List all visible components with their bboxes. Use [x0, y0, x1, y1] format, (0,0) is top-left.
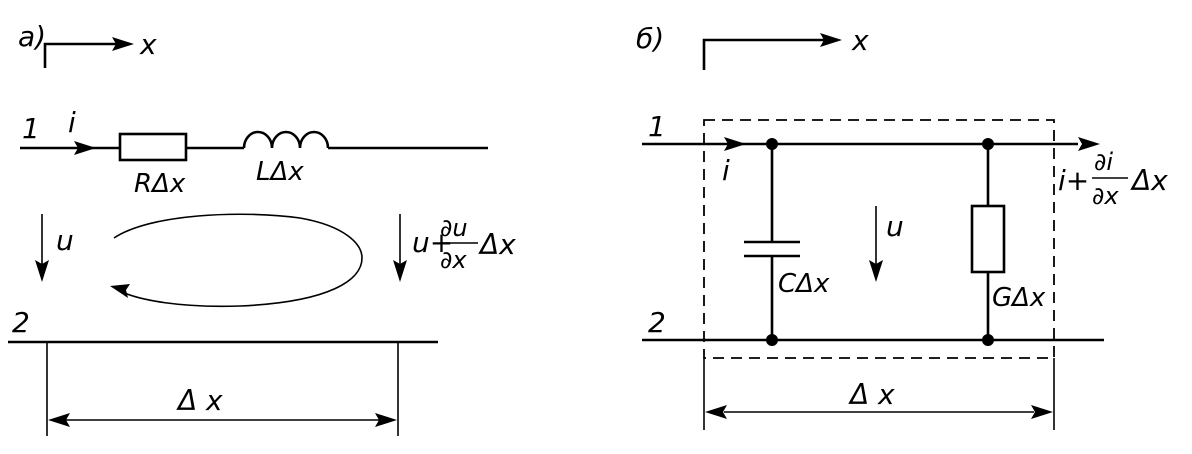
conductance-branch: GΔx — [970, 144, 1046, 340]
panel-b-current-in-label: i — [722, 154, 730, 187]
panel-a-voltage-left: u — [35, 214, 74, 282]
panel-b-current-in-arrow — [724, 137, 746, 151]
panel-b-axis-label: x — [851, 24, 869, 57]
inductor-label: LΔx — [256, 157, 304, 187]
conductance-symbol — [970, 204, 1006, 274]
panel-b-wire-2-label: 2 — [648, 306, 666, 339]
panel-b-current-out-suffix: Δx — [1130, 164, 1168, 197]
panel-b-width-label: Δ x — [848, 378, 895, 411]
panel-b-current-out-numerator: ∂i — [1094, 148, 1113, 176]
panel-a-voltage-left-label: u — [56, 224, 74, 257]
resistor-label: RΔx — [134, 169, 186, 199]
capacitor-label: CΔx — [778, 269, 830, 299]
panel-b-dimension: Δ x — [703, 358, 1055, 430]
panel-a-voltage-right-denominator: ∂x — [440, 246, 467, 274]
section-boundary — [703, 119, 1055, 359]
conductance-label: GΔx — [992, 283, 1046, 313]
panel-b-tag: б) — [636, 22, 664, 55]
panel-a-wire-2: 2 — [8, 306, 438, 344]
panel-a-loop-arrow — [110, 213, 363, 308]
panel-b-wire-2: 2 — [642, 306, 1104, 346]
panel-b-voltage-label: u — [886, 210, 904, 243]
panel-b-x-axis: x — [702, 24, 869, 70]
panel-a-dimension: Δ x — [46, 342, 399, 436]
panel-a-voltage-right-numerator: ∂u — [440, 214, 468, 242]
panel-b-current-out-denominator: ∂x — [1092, 182, 1119, 210]
panel-a-width-label: Δ x — [176, 384, 223, 417]
panel-a-current-label: i — [68, 106, 76, 139]
panel-b-current-out: i+ ∂i ∂x Δx — [1058, 148, 1168, 210]
resistor-symbol — [118, 132, 188, 162]
panel-b-current-out-arrow — [1078, 137, 1100, 151]
capacitor-branch: CΔx — [744, 144, 830, 340]
panel-a: а) x 1 i RΔx LΔx u — [8, 20, 516, 436]
panel-a-axis-label: x — [139, 28, 157, 61]
panel-a-wire-2-label: 2 — [12, 306, 30, 339]
panel-b: б) x 1 i i+ ∂i ∂x Δx — [636, 22, 1168, 430]
inductor-symbol — [242, 130, 330, 149]
panel-a-wire-1: 1 i RΔx LΔx — [20, 106, 488, 199]
panel-a-wire-1-label: 1 — [22, 112, 40, 145]
panel-a-current-arrow — [74, 141, 96, 155]
panel-b-wire-1-label: 1 — [648, 110, 666, 143]
panel-b-wire-1: 1 i — [642, 110, 1100, 187]
panel-a-x-axis: x — [43, 28, 157, 68]
panel-a-voltage-right: u+ ∂u ∂x Δx — [393, 214, 516, 282]
panel-b-current-out-prefix: i+ — [1058, 164, 1089, 197]
panel-b-voltage: u — [869, 206, 904, 282]
panel-a-voltage-right-suffix: Δx — [478, 228, 516, 261]
panel-a-tag: а) — [18, 20, 46, 53]
